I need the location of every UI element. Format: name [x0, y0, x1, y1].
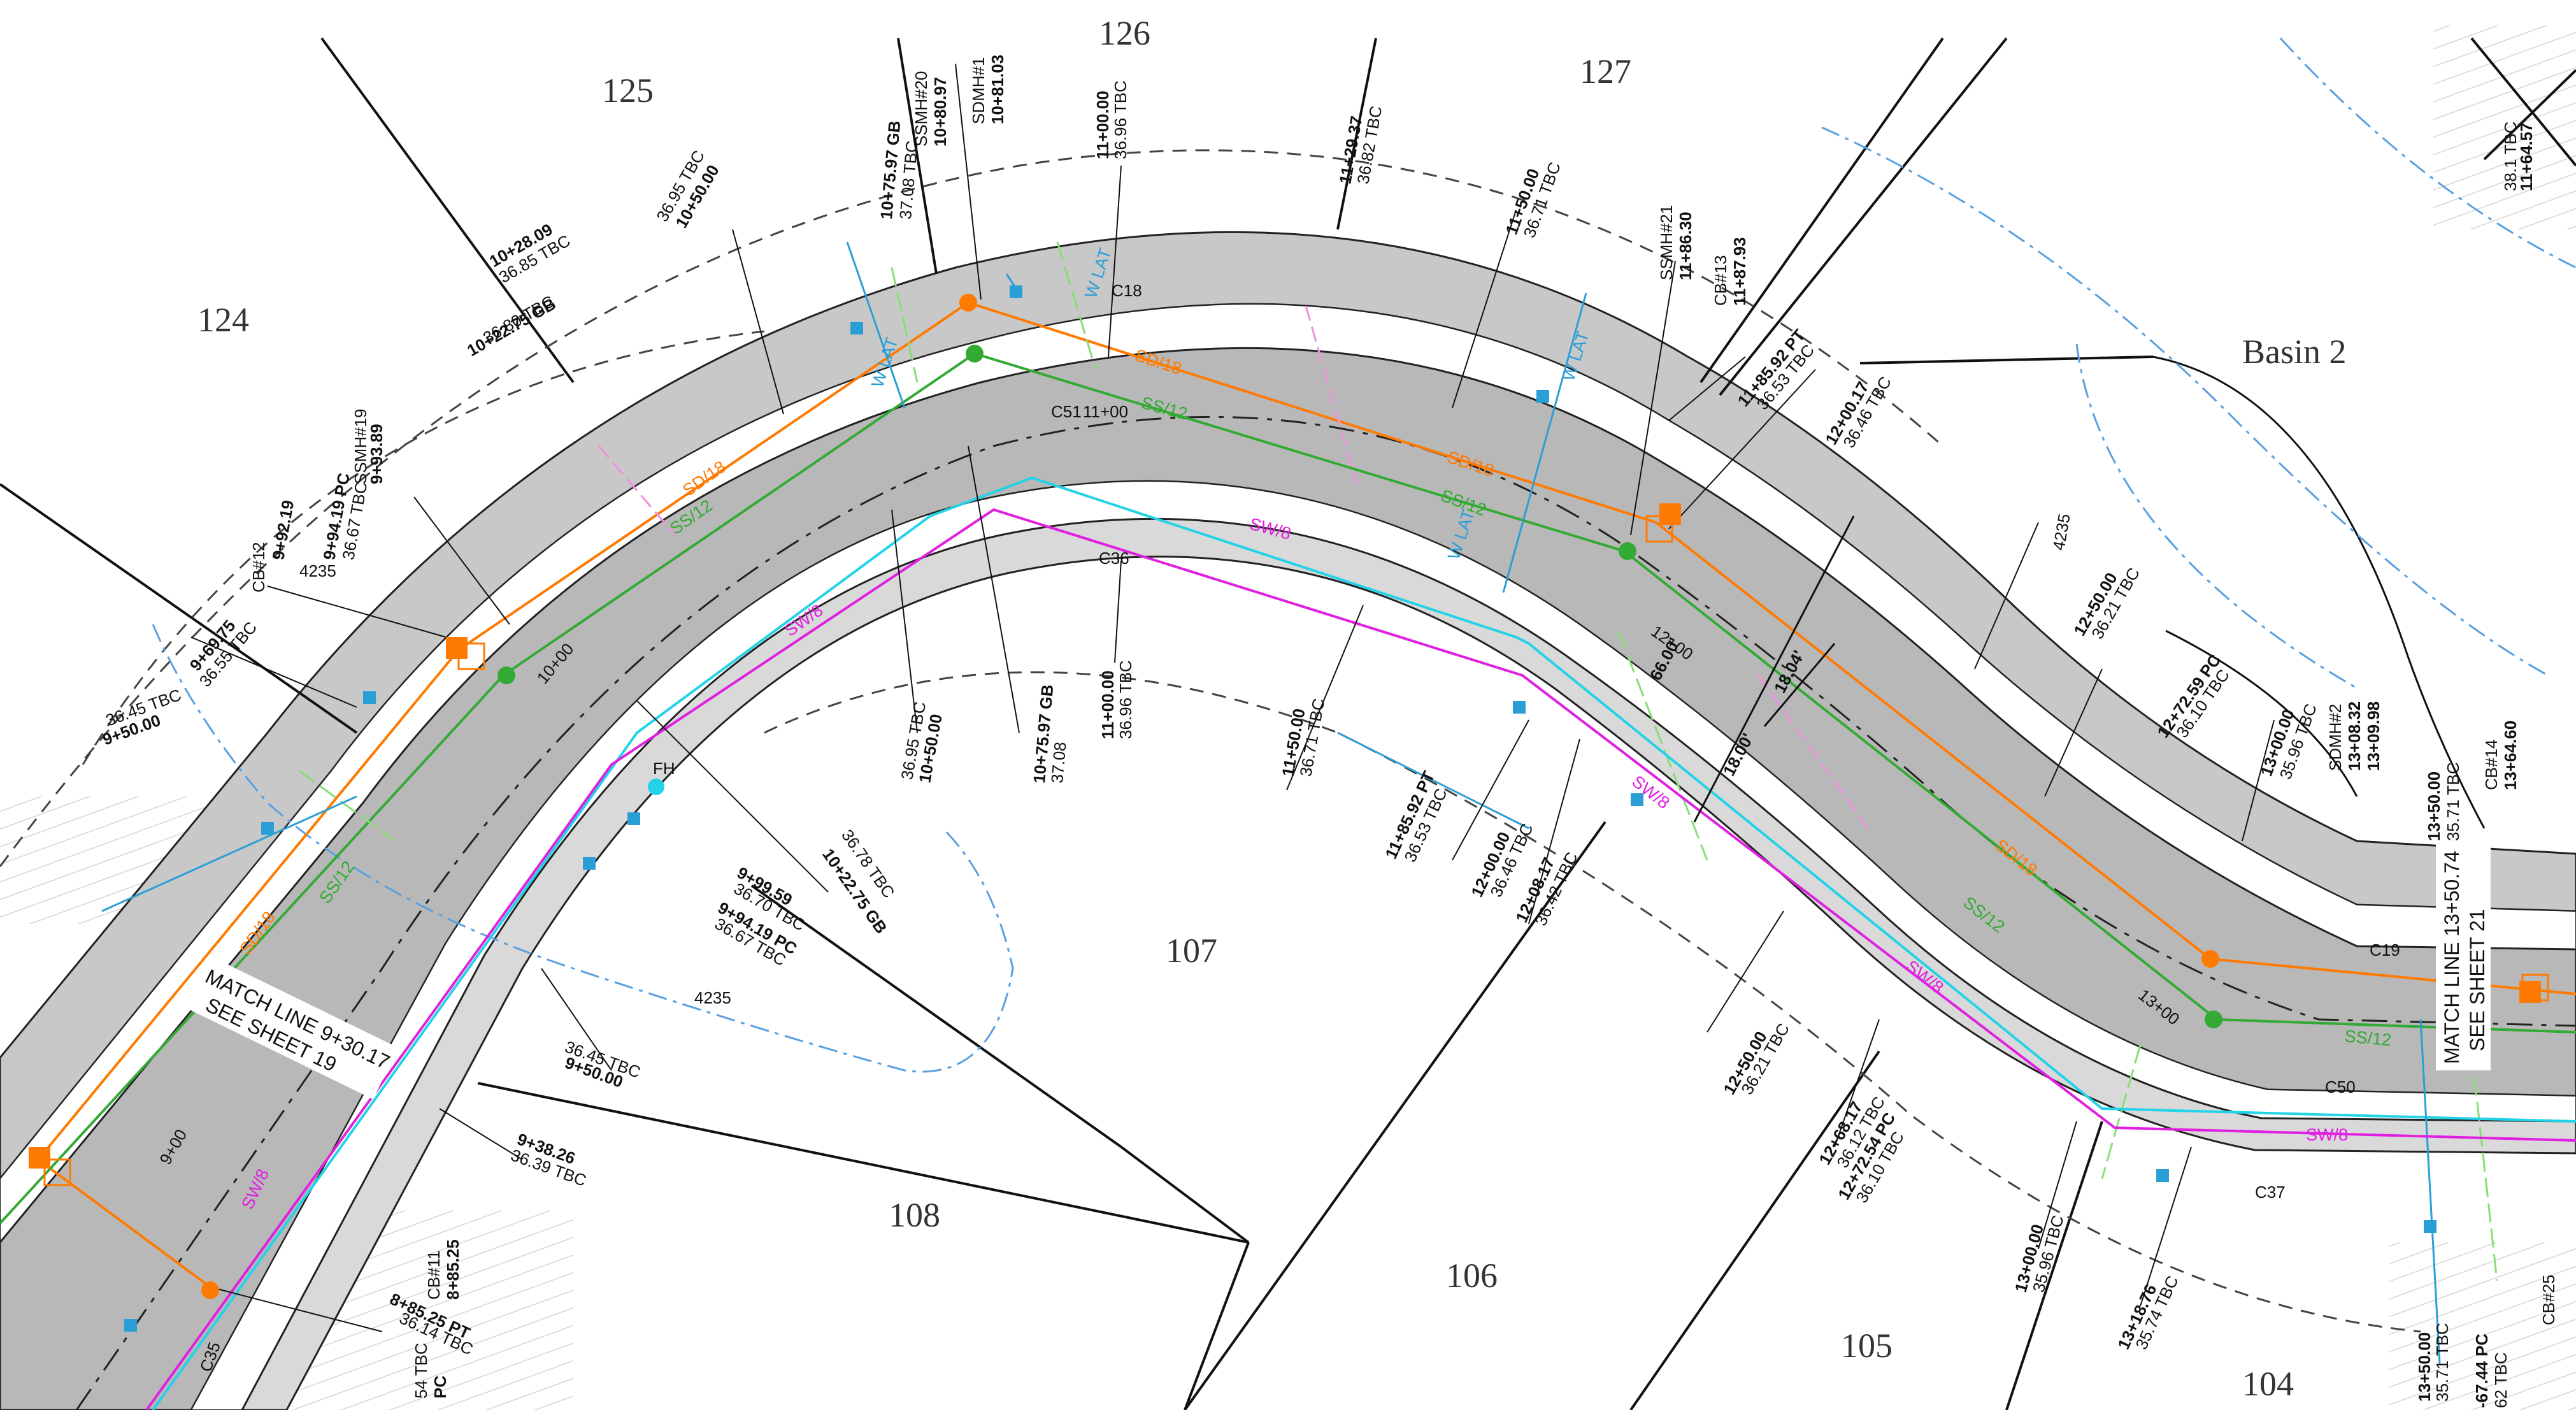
- contour-label-1: 4235: [299, 561, 336, 580]
- svg-text:CB#11: CB#11: [424, 1250, 443, 1300]
- svg-text:SEE SHEET 21: SEE SHEET 21: [2466, 909, 2489, 1051]
- hatch-area-top-right: [2433, 25, 2576, 229]
- svg-text:9+92.19: 9+92.19: [268, 499, 297, 561]
- storm-water-line: [145, 508, 2576, 1410]
- manhole-sd1: [959, 294, 977, 312]
- structures: [29, 285, 2549, 1332]
- manhole-sd-bottom: [201, 1281, 219, 1299]
- structure-labels: SSMH#19 9+93.89 CB#12 9+92.19 9+94.19 PC…: [249, 55, 2558, 1325]
- svg-text:11+86.30: 11+86.30: [1676, 212, 1695, 280]
- catch-basin-11: [29, 1147, 50, 1169]
- manhole-sd2: [2201, 950, 2219, 968]
- street-pavement: [0, 231, 2576, 1410]
- svg-text:SDMH#2: SDMH#2: [2326, 704, 2345, 771]
- manhole-ss19: [497, 666, 515, 684]
- lot-108: 108: [889, 1196, 940, 1234]
- manhole-ss21: [1619, 542, 1636, 560]
- water-meters: [124, 285, 2436, 1332]
- svg-text:36.80 TBC: 36.80 TBC: [480, 291, 557, 347]
- svg-text:62 TBC: 62 TBC: [2491, 1352, 2510, 1408]
- svg-text:13+08.32: 13+08.32: [2345, 701, 2364, 771]
- svg-text:10+80.97: 10+80.97: [931, 77, 950, 147]
- svg-text:CB#12: CB#12: [249, 542, 268, 593]
- curb-c51: C51: [1051, 402, 1082, 421]
- dimension-lines: [1693, 515, 1855, 823]
- svg-text:11+00.00: 11+00.00: [1093, 90, 1112, 159]
- sanitary-sewer-line: [0, 352, 2576, 1225]
- ss-label-5: SS/12: [2343, 1026, 2392, 1049]
- svg-text:PC: PC: [431, 1376, 450, 1399]
- irrigation-laterals: [597, 305, 1874, 835]
- basin-curves: [2152, 356, 2486, 829]
- lot-125: 125: [602, 71, 654, 110]
- water-line: [152, 476, 2576, 1410]
- lot-106: 106: [1446, 1256, 1498, 1295]
- svg-text:35.71 TBC: 35.71 TBC: [2433, 1323, 2452, 1402]
- svg-text:-67.44 PC: -67.44 PC: [2472, 1334, 2491, 1408]
- svg-text:54 TBC: 54 TBC: [411, 1342, 431, 1399]
- lot-105: 105: [1841, 1327, 1893, 1365]
- svg-text:36.96 TBC: 36.96 TBC: [1111, 80, 1130, 159]
- contour-label-2: 4235: [694, 988, 731, 1007]
- svg-text:13+50.00: 13+50.00: [2424, 772, 2444, 841]
- svg-text:11+87.93: 11+87.93: [1730, 237, 1749, 306]
- lot-124: 124: [197, 301, 249, 339]
- south-sidewalk: [241, 517, 2576, 1410]
- water-laterals: [101, 241, 2441, 1364]
- lot-lines: [0, 37, 2576, 1410]
- svg-text:SSMH#21: SSMH#21: [1657, 205, 1676, 281]
- svg-text:13+64.60: 13+64.60: [2501, 721, 2520, 790]
- lot-127: 127: [1580, 52, 1631, 90]
- lot-107: 107: [1166, 932, 1217, 970]
- fire-hydrant: [648, 779, 664, 795]
- svg-text:9+93.89: 9+93.89: [367, 424, 386, 484]
- sewer-laterals: [299, 241, 2498, 1281]
- contour-label-3: 4235: [2049, 512, 2074, 552]
- catch-basin-12: [446, 637, 468, 659]
- sw-label-3: SW/8: [2306, 1125, 2348, 1144]
- svg-text:35.71 TBC: 35.71 TBC: [2444, 762, 2463, 841]
- svg-text:13+09.98: 13+09.98: [2364, 701, 2383, 771]
- svg-text:13+50.00: 13+50.00: [2415, 1332, 2434, 1402]
- svg-text:CB#14: CB#14: [2482, 740, 2501, 791]
- label-leaders: [190, 63, 2275, 1332]
- svg-text:38.1 TBC: 38.1 TBC: [2501, 122, 2520, 191]
- contour-lines: [152, 37, 2576, 1073]
- match-line-east: MATCH LINE 13+50.74 SEE SHEET 21: [2436, 841, 2491, 1070]
- svg-text:SDMH#1: SDMH#1: [969, 57, 988, 124]
- catch-basin-13: [1659, 503, 1681, 525]
- curb-c18: C18: [1112, 281, 1142, 300]
- station-11: 11+00: [1083, 402, 1128, 421]
- svg-text:CB#25: CB#25: [2539, 1275, 2558, 1326]
- svg-text:SSMH#19: SSMH#19: [351, 409, 370, 485]
- dashed-offset-lines: [0, 149, 2421, 1333]
- sw-label-5: SW/8: [1628, 772, 1673, 812]
- lot-104: 104: [2242, 1365, 2294, 1403]
- basin-label: Basin 2: [2242, 333, 2347, 371]
- fire-hydrant-label: FH: [653, 759, 675, 778]
- svg-text:37.08: 37.08: [1047, 741, 1070, 784]
- svg-text:MATCH LINE 13+50.74: MATCH LINE 13+50.74: [2440, 851, 2463, 1064]
- svg-text:8+85.25: 8+85.25: [443, 1239, 462, 1300]
- svg-text:CB#13: CB#13: [1711, 255, 1730, 306]
- svg-text:36.96 TBC: 36.96 TBC: [1116, 660, 1135, 739]
- svg-text:11+00.00: 11+00.00: [1098, 670, 1117, 739]
- curb-c50: C50: [2325, 1077, 2356, 1097]
- manhole-ss20: [966, 345, 984, 363]
- curb-c19: C19: [2370, 940, 2400, 960]
- curb-c37: C37: [2255, 1183, 2286, 1202]
- storm-drain-line: [37, 301, 2576, 1288]
- svg-text:11+64.57: 11+64.57: [2517, 122, 2536, 191]
- curb-c36: C36: [1099, 549, 1129, 568]
- svg-text:10+81.03: 10+81.03: [988, 55, 1007, 124]
- manhole-ss22: [2205, 1011, 2222, 1028]
- lot-126: 126: [1099, 14, 1150, 52]
- svg-text:SSMH#20: SSMH#20: [912, 71, 931, 147]
